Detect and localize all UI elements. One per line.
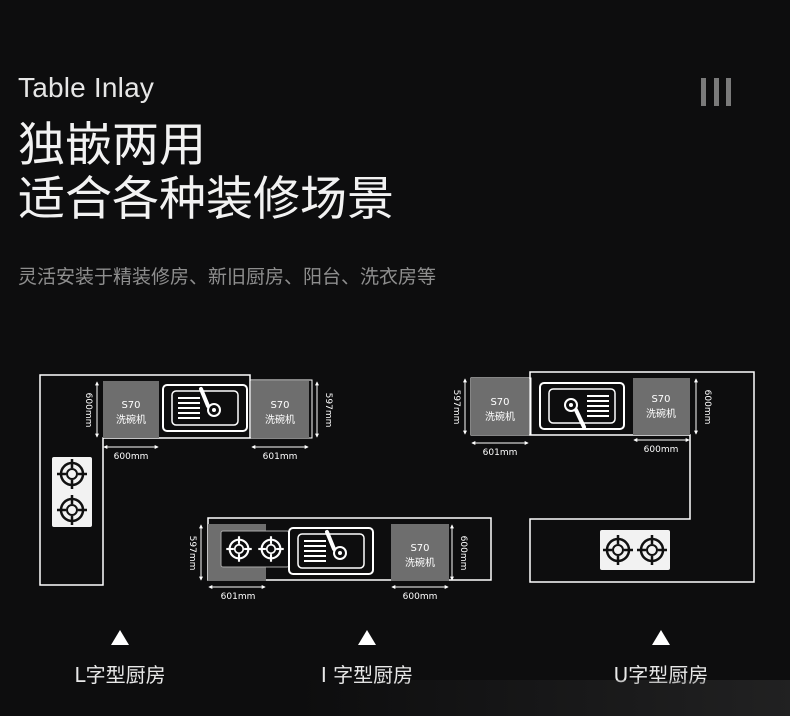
dishwasher-box: [633, 378, 690, 435]
dishwasher-model: S70: [651, 394, 670, 405]
dishwasher-model: S70: [121, 400, 140, 411]
gas-stove-icon: [220, 530, 290, 568]
dishwasher-name: 洗碗机: [265, 413, 295, 426]
dimension-label: 600mm: [702, 390, 712, 425]
l-kitchen-layout: S70 洗碗机 S70 洗碗机 600mm 600mm 597mm 601mm: [39, 374, 333, 586]
dishwasher-model: S70: [270, 400, 289, 411]
menu-bar: [701, 78, 706, 106]
dishwasher-name: 洗碗机: [405, 556, 435, 569]
i-kitchen-layout: S70 洗碗机 597mm 601mm 600mm 600mm: [187, 517, 492, 600]
bottom-gradient: [300, 680, 790, 716]
u-kitchen-label-group: U字型厨房: [581, 630, 741, 688]
dishwasher-name: 洗碗机: [646, 407, 676, 420]
i-kitchen-label: I 字型厨房: [320, 663, 414, 687]
dishwasher-name: 洗碗机: [485, 410, 515, 423]
subtitle: 灵活安装于精装修房、新旧厨房、阳台、洗衣房等: [18, 266, 437, 288]
dimension-label: 597mm: [187, 536, 197, 571]
kitchen-type-labels: L字型厨房 I 字型厨房 U字型厨房: [0, 630, 790, 700]
i-kitchen-label-group: I 字型厨房: [287, 630, 447, 688]
triangle-up-icon: [111, 630, 129, 645]
triangle-up-icon: [652, 630, 670, 645]
dimension-label: 600mm: [644, 445, 679, 455]
u-kitchen-label: U字型厨房: [613, 663, 709, 687]
dimension-label: 600mm: [458, 536, 468, 571]
u-counter-outline: [529, 371, 755, 583]
kitchen-layouts-diagram: S70 洗碗机 S70 洗碗机 600mm 600mm 597mm 601mm: [39, 371, 755, 600]
menu-icon[interactable]: [701, 78, 731, 106]
dimension-label: 601mm: [263, 452, 298, 462]
dimension-label: 601mm: [483, 448, 518, 458]
u-kitchen-layout: S70 洗碗机 S70 洗碗机 597mm 601mm 600mm 600mm: [451, 371, 755, 583]
dimension-label: 600mm: [83, 393, 93, 428]
gas-stove-icon: [52, 457, 92, 527]
triangle-up-icon: [358, 630, 376, 645]
sink-icon: [287, 526, 375, 576]
dimension-label: 601mm: [221, 592, 256, 600]
dimension-label: 597mm: [323, 393, 333, 428]
gas-stove-icon: [600, 530, 670, 570]
l-kitchen-label: L字型厨房: [74, 663, 166, 687]
dishwasher-box: [103, 381, 159, 438]
dishwasher-box: [251, 381, 309, 438]
headline-line-1: 独嵌两用: [18, 118, 206, 173]
dishwasher-box: [391, 524, 449, 581]
dimension-label: 600mm: [403, 592, 438, 600]
headline-line-2: 适合各种装修场景: [18, 172, 394, 227]
section-title-en: Table Inlay: [18, 72, 155, 103]
dimension-label: 600mm: [114, 452, 149, 462]
menu-bar: [726, 78, 731, 106]
dishwasher-box: [471, 378, 529, 435]
dishwasher-model: S70: [410, 543, 429, 554]
dishwasher-name: 洗碗机: [116, 413, 146, 426]
sink-icon: [538, 381, 626, 431]
dimension-label: 597mm: [451, 390, 461, 425]
menu-bar: [713, 78, 719, 106]
dishwasher-model: S70: [490, 397, 509, 408]
l-kitchen-label-group: L字型厨房: [40, 630, 200, 688]
sink-icon: [161, 383, 249, 433]
